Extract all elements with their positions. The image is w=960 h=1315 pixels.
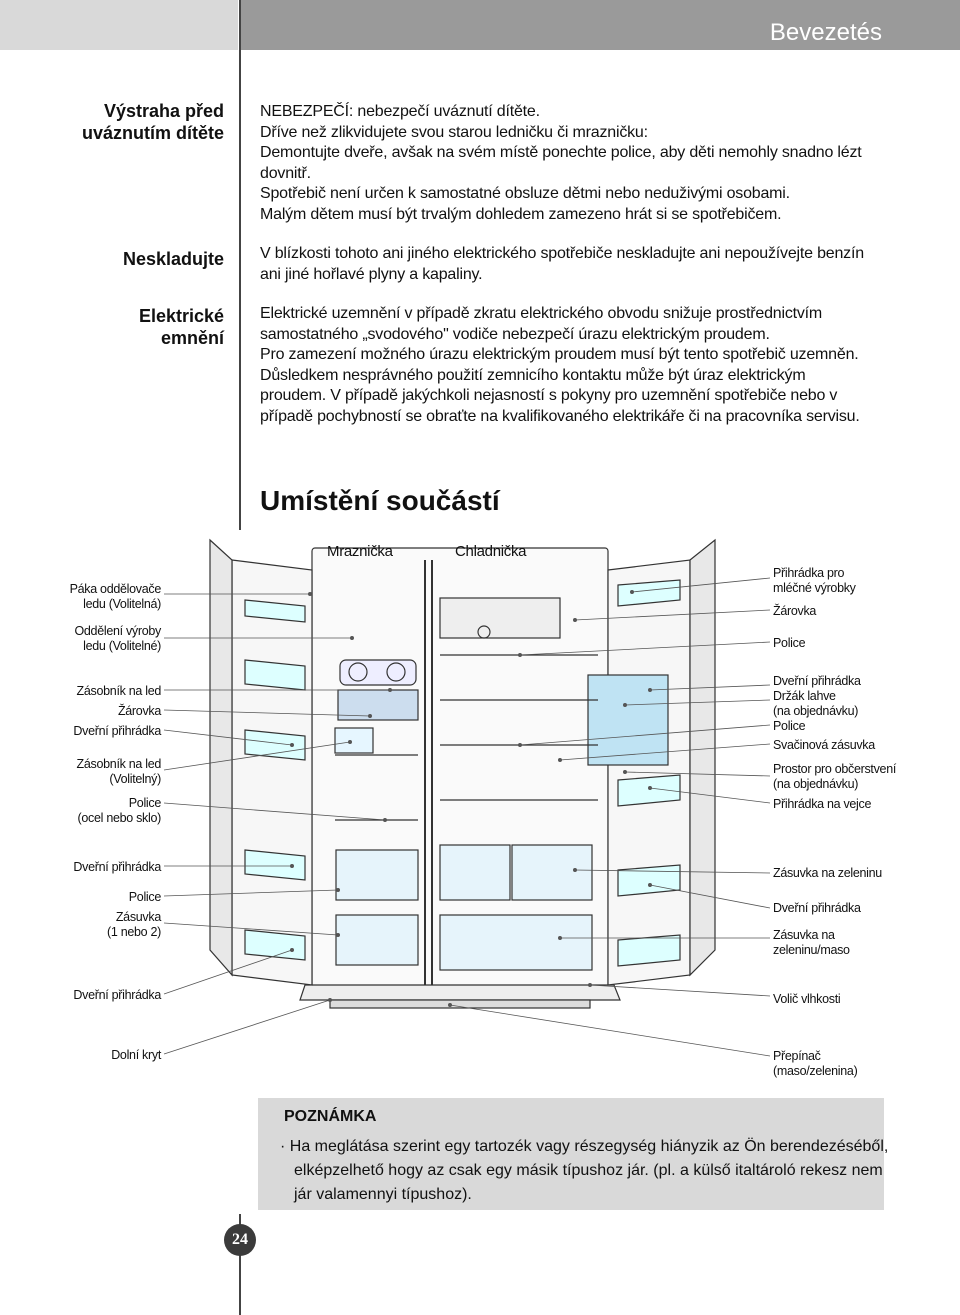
page-number: 24 [224, 1224, 256, 1256]
label-egg-box: Přihrádka na vejce [773, 797, 872, 811]
note-bullet: · [280, 1138, 286, 1155]
heading-grounding: Elektrické emnění [138, 306, 224, 348]
control-panel [439, 597, 561, 639]
parts-section-title: Umístění součástí [260, 485, 500, 516]
freezer-door [231, 559, 313, 986]
paragraph-grounding: Elektrické uzemnění v případě zkratu ele… [260, 305, 860, 425]
label-shelf-steel-glass: Police(ocel nebo sklo) [77, 796, 162, 825]
paragraph-child-entrapment: NEBEZPEČÍ: nebezpečí uváznutí dítěte. Dř… [260, 103, 862, 223]
note-title: POZNÁMKA [284, 1108, 377, 1125]
section-header-title: Bevezetés [769, 19, 882, 46]
paragraph-do-not-store: V blízkosti tohoto ani jiného elektrické… [260, 245, 864, 283]
label-vegetable-drawer: Zásuvka na zeleninu [773, 866, 882, 880]
label-meat-veg-switch: Přepínač(maso/zelenina) [773, 1049, 858, 1078]
label-humidity-control: Volič vlhkosti [773, 992, 841, 1006]
fridge-diagram [163, 538, 771, 1057]
heading-child-entrapment: Výstraha před uváznutím dítěte [81, 101, 224, 143]
label-drawer: Zásuvka(1 nebo 2) [107, 910, 161, 939]
label-shelf-right: Police [773, 636, 806, 650]
label-door-bin-1: Dveřní přihrádka [73, 724, 161, 738]
label-ice-bin-optional: Zásobník na led(Volitelný) [76, 757, 162, 786]
label-door-bin-3: Dveřní přihrádka [73, 988, 161, 1002]
label-fridge: Chladnička [455, 543, 527, 560]
margin-divider [239, 0, 241, 530]
label-snack-drawer: Svačinová zásuvka [773, 738, 875, 752]
note-text: · Ha meglátása szerint egy tartozék vagy… [280, 1138, 889, 1203]
snack-compartment [587, 674, 669, 766]
label-door-bin-2: Dveřní přihrádka [73, 860, 161, 874]
label-lamp-right: Žárovka [773, 604, 817, 618]
label-refreshment-center: Prostor pro občerstvení(na objednávku) [773, 762, 897, 791]
header-bar-left [0, 0, 238, 50]
margin-divider-bottom [239, 1214, 241, 1315]
heading-do-not-store: Neskladujte [122, 249, 224, 269]
label-lamp-left: Žárovka [117, 704, 161, 718]
label-door-bin-right: Dveřní přihrádka [773, 901, 861, 915]
label-freezer: Mraznička [327, 543, 393, 560]
label-shelf-left: Police [128, 890, 162, 904]
note-box: POZNÁMKA · Ha meglátása szerint egy tart… [258, 1098, 888, 1210]
header-bar: Bevezetés [240, 0, 960, 50]
label-bottom-cover: Dolní kryt [111, 1048, 161, 1062]
base-cover [299, 984, 621, 1001]
label-ice-bin: Zásobník na led [76, 684, 162, 698]
